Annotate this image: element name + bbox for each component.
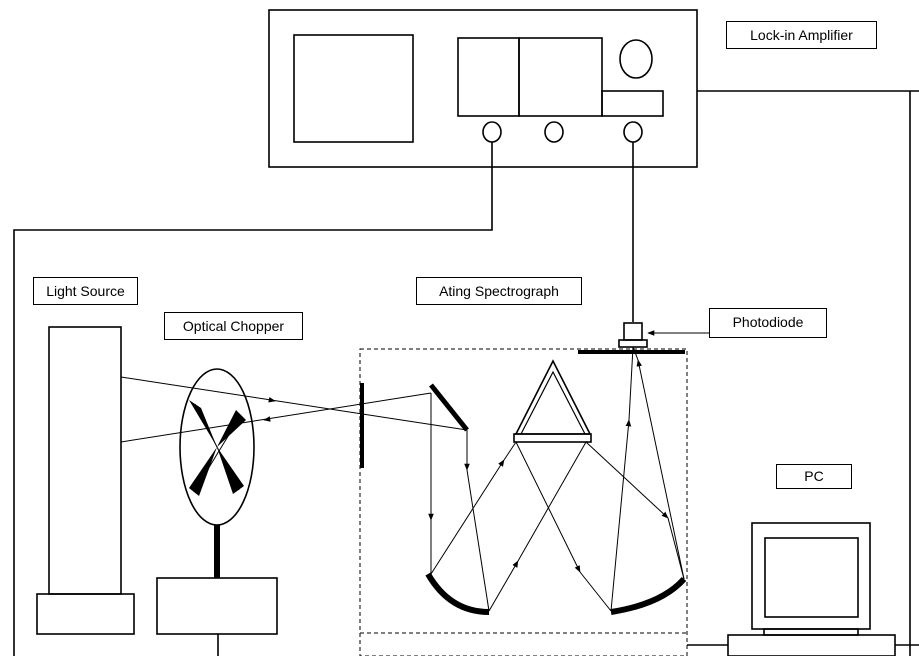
- ray: [503, 441, 517, 461]
- ray: [632, 346, 639, 361]
- chopper-blade: [189, 400, 217, 447]
- pc-monitor: [751, 522, 871, 630]
- lockin-amplifier-label: Lock-in Amplifier: [726, 21, 877, 49]
- light-source-label: Light Source: [33, 277, 138, 305]
- pc: [687, 91, 919, 657]
- ray: [466, 469, 490, 612]
- ray: [517, 441, 587, 562]
- reference-cable: [13, 142, 493, 656]
- focusing-mirror: [610, 576, 687, 615]
- lockin-panel-small: [601, 90, 664, 117]
- ray: [628, 346, 634, 421]
- ray: [488, 560, 519, 612]
- photodiode-label: Photodiode: [709, 308, 827, 338]
- spectrograph-enclosure: [359, 348, 688, 657]
- optical-chopper-label: Optical Chopper: [164, 312, 303, 340]
- lockin-panel-left: [457, 37, 520, 117]
- lockin-amplifier: [268, 9, 698, 168]
- lockin-mid-connector: [544, 121, 564, 143]
- chopper-spoke: [194, 403, 240, 491]
- spectrograph: [359, 322, 688, 657]
- pc-label: PC: [776, 464, 852, 489]
- light-source: [36, 326, 135, 635]
- pc-case: [727, 634, 896, 657]
- beam-in: [120, 376, 468, 431]
- chopper-base: [156, 577, 278, 635]
- lockin-display: [293, 34, 414, 143]
- ray: [610, 419, 632, 612]
- lockin-signal-connector: [623, 121, 643, 143]
- collimating-mirror: [425, 572, 490, 615]
- chopper-spoke: [193, 414, 242, 493]
- beam-arrow: [263, 416, 271, 422]
- ray: [515, 441, 581, 573]
- light-source-base: [36, 593, 135, 635]
- ray: [579, 571, 612, 612]
- flat-mirror: [429, 383, 469, 432]
- chopper-blade: [189, 447, 217, 496]
- lockin-body: [268, 9, 698, 168]
- pc-screen: [764, 537, 859, 618]
- beam-arrow: [268, 397, 276, 403]
- light-rays: [120, 330, 709, 612]
- spectrograph-label: Ating Spectrograph: [416, 277, 582, 305]
- chopper-blade: [217, 410, 246, 447]
- grating-prism-inner: [520, 370, 586, 435]
- photodiode-body: [623, 322, 643, 341]
- photodiode-mount: [618, 339, 648, 348]
- light-source-column: [48, 326, 122, 595]
- ray: [430, 459, 505, 575]
- chopper-blade: [217, 447, 244, 494]
- grating-base: [513, 433, 592, 443]
- pc-monitor-stand: [763, 628, 859, 636]
- lockin-knob: [619, 39, 653, 79]
- optical-chopper: [156, 368, 278, 635]
- beam-return: [120, 392, 432, 443]
- ray: [636, 359, 685, 580]
- lockin-input-connector: [482, 121, 502, 143]
- ray: [585, 441, 669, 519]
- lockin-panel-mid: [518, 37, 603, 117]
- ray: [667, 517, 685, 580]
